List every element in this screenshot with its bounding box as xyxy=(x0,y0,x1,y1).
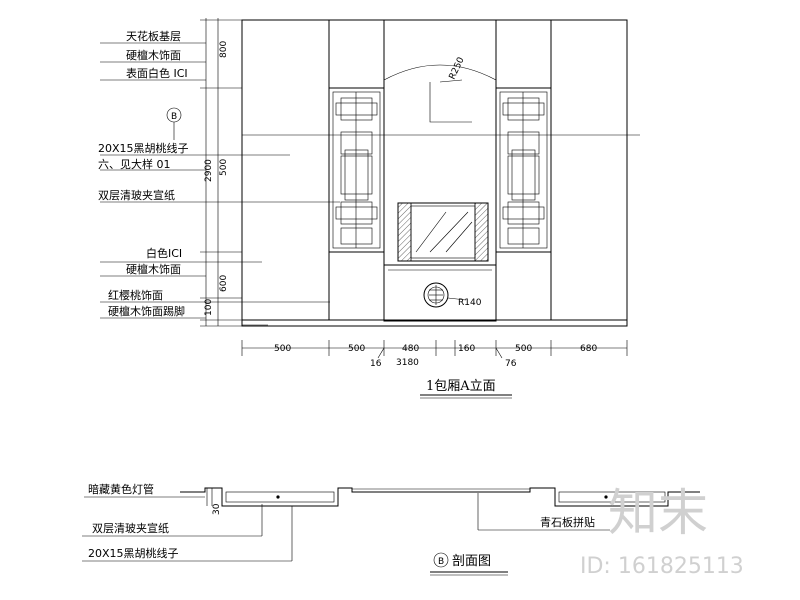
dim-h-4: 500 xyxy=(515,344,532,354)
dim-500: 500 xyxy=(219,159,229,176)
wall-outline xyxy=(241,19,628,327)
dim-h-0: 500 xyxy=(274,344,291,354)
label-ceiling-base: 天花板基层 xyxy=(126,29,181,43)
column-right-lower xyxy=(495,251,552,321)
label-cherry-veneer: 红樱桃饰面 xyxy=(108,288,163,302)
section-label-walnut-trim: 20X15黑胡桃线子 xyxy=(88,546,179,560)
cabinet-medallion xyxy=(423,282,449,308)
svg-text:B: B xyxy=(438,557,444,567)
elevation-title: 1包厢A立面 xyxy=(426,379,496,394)
dim-sub-right: 76 xyxy=(505,359,517,369)
arch-curve xyxy=(383,20,497,81)
section-label-bluestone: 青石板拼贴 xyxy=(540,515,595,529)
label-hardwood-veneer-bottom: 硬檀木饰面 xyxy=(126,262,181,276)
label-walnut-trim: 20X15黑胡桃线子 xyxy=(98,141,189,155)
svg-text:B: B xyxy=(171,112,177,122)
dim-h-2: 480 xyxy=(402,344,419,354)
dim-100: 100 xyxy=(204,299,214,316)
tv-panel xyxy=(397,202,489,262)
label-detail-ref: 六、见大样 01 xyxy=(98,157,171,171)
dim-h-3: 160 xyxy=(458,344,475,354)
lattice-screen-right xyxy=(495,87,552,253)
column-left-lower xyxy=(328,251,385,321)
watermark-id: ID: 161825113 xyxy=(580,554,744,579)
section-label-double-glass: 双层清玻夹宣纸 xyxy=(92,521,169,535)
section-marker-elevation: B xyxy=(166,107,182,140)
label-hardwood-veneer-top: 硬檀木饰面 xyxy=(126,48,181,62)
label-white-ici-top: 表面白色 ICI xyxy=(126,66,188,80)
dim-sub-total: 3180 xyxy=(396,358,419,368)
dim-h-5: 680 xyxy=(580,344,597,354)
label-white-ici: 白色ICI xyxy=(146,246,182,260)
section-title: 剖面图 xyxy=(452,554,491,569)
dim-sub-left: 16 xyxy=(370,359,382,369)
radius-250: R250 xyxy=(448,56,467,82)
dim-h-1: 500 xyxy=(348,344,365,354)
watermark: 知末 ID: 161825113 xyxy=(580,484,744,579)
section-label-hidden-light: 暗藏黄色灯管 xyxy=(88,482,154,496)
section-glass-left xyxy=(225,491,335,503)
section-profile xyxy=(180,487,700,507)
watermark-brand: 知末 xyxy=(608,484,708,542)
dim-2900: 2900 xyxy=(204,159,214,182)
column-left-upper xyxy=(328,19,385,89)
lattice-screen-left xyxy=(328,87,385,253)
label-skirting: 硬檀木饰面踢脚 xyxy=(108,304,185,318)
section-view: 暗藏黄色灯管 双层清玻夹宣纸 20X15黑胡桃线子 青石板拼贴 30 B 剖面图 xyxy=(82,482,700,576)
radius-140: R140 xyxy=(458,298,482,308)
section-dim-30: 30 xyxy=(212,503,222,515)
column-right-upper xyxy=(495,19,552,89)
arch-leader xyxy=(429,82,472,123)
cabinet xyxy=(383,264,497,322)
elevation-view: 天花板基层 硬檀木饰面 表面白色 ICI 20X15黑胡桃线子 六、见大样 01… xyxy=(98,18,640,399)
section-marker: B xyxy=(433,552,449,568)
dim-600: 600 xyxy=(219,275,229,292)
dim-800: 800 xyxy=(219,41,229,58)
dimension-chain xyxy=(241,340,628,359)
label-double-glass: 双层清玻夹宣纸 xyxy=(98,188,175,202)
section-glass-right xyxy=(558,491,666,503)
